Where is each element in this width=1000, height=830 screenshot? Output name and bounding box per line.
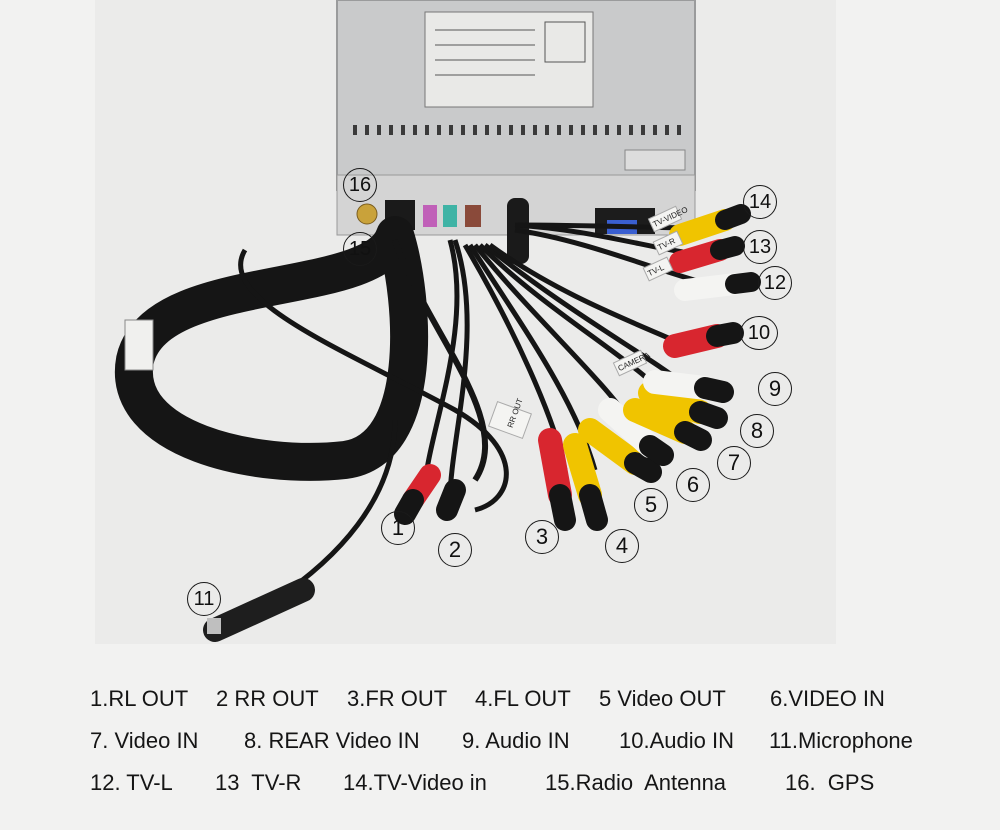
legend-item-1: 1.RL OUT xyxy=(90,686,189,711)
legend-item-14: 14.TV-Video in xyxy=(343,770,487,795)
callout-9: 9 xyxy=(758,372,792,406)
callout-2: 2 xyxy=(438,533,472,567)
callout-3: 3 xyxy=(525,520,559,554)
callout-8: 8 xyxy=(740,414,774,448)
legend-item-11: 11.Microphone xyxy=(769,728,913,753)
callout-12: 12 xyxy=(758,266,792,300)
callout-7: 7 xyxy=(717,446,751,480)
legend-item-13: 13 TV-R xyxy=(215,770,302,795)
callout-10: 10 xyxy=(740,316,778,350)
callout-14: 14 xyxy=(743,185,777,219)
legend-item-2: 2 RR OUT xyxy=(216,686,319,711)
callout-15: 15 xyxy=(343,232,377,266)
legend-item-9: 9. Audio IN xyxy=(462,728,570,753)
wiring-harness-illustration: RR OUT TV-L TV-R TV-VIDEO CAMERA xyxy=(114,0,761,642)
product-photo: RR OUT TV-L TV-R TV-VIDEO CAMERA 1 2 3 4… xyxy=(95,0,836,644)
callout-4: 4 xyxy=(605,529,639,563)
legend-item-10: 10.Audio IN xyxy=(619,728,734,753)
callout-16: 16 xyxy=(343,168,377,202)
legend-item-8: 8. REAR Video IN xyxy=(244,728,420,753)
legend-item-15: 15.Radio Antenna xyxy=(545,770,727,795)
callout-5: 5 xyxy=(634,488,668,522)
connector-violet xyxy=(423,205,437,227)
rca-plug-2 xyxy=(436,479,466,521)
vent-slots xyxy=(353,125,681,135)
legend-item-12: 12. TV-L xyxy=(90,770,173,795)
legend-item-16: 16. GPS xyxy=(785,770,875,795)
callout-1: 1 xyxy=(381,511,415,545)
legend-item-7: 7. Video IN xyxy=(90,728,199,753)
legend-item-3: 3.FR OUT xyxy=(347,686,448,711)
legend-item-6: 6.VIDEO IN xyxy=(770,686,885,711)
connector-brown xyxy=(465,205,481,227)
braided-loom xyxy=(114,216,429,481)
connector-teal xyxy=(443,205,457,227)
callout-13: 13 xyxy=(743,230,777,264)
legend-item-5: 5 Video OUT xyxy=(599,686,726,711)
callout-11: 11 xyxy=(187,582,221,616)
microphone-jack xyxy=(203,578,315,642)
callout-6: 6 xyxy=(676,468,710,502)
serial-sticker xyxy=(624,149,686,171)
legend-item-4: 4.FL OUT xyxy=(475,686,571,711)
gps-antenna-jack xyxy=(356,203,378,225)
white-connector xyxy=(124,319,154,371)
